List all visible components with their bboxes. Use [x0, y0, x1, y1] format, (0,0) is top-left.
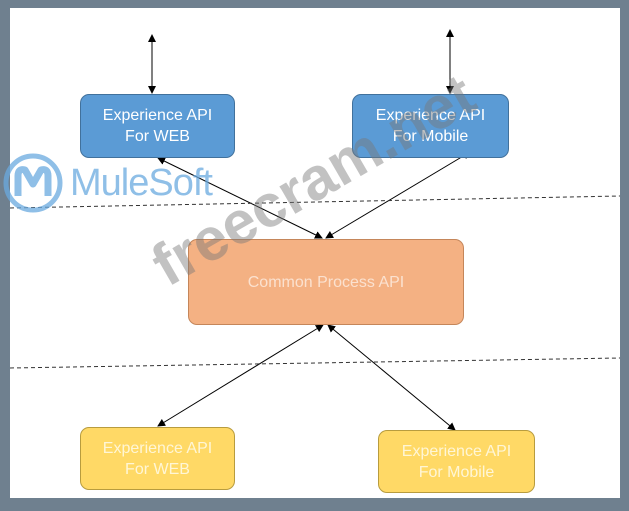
box-line-1: Experience API [102, 439, 213, 457]
box-line-1: Experience API [102, 107, 213, 124]
box-line-1: Experience API [375, 107, 486, 124]
layer-divider-top [9, 195, 621, 209]
mulesoft-logo: MuleSoft [2, 152, 213, 214]
box-label: Common Process API [247, 273, 405, 291]
web-to-process-arrow [157, 157, 323, 239]
process-to-bottom-web-arrow [157, 324, 324, 427]
mobile-to-process-arrow [325, 151, 471, 239]
box-line-2: For Mobile [418, 463, 495, 481]
common-process-api: Common Process API [188, 239, 464, 325]
experience-api-web-top: Experience API For WEB [80, 94, 235, 158]
box-line-2: For Mobile [392, 128, 469, 145]
process-to-bottom-mobile-arrow [327, 324, 456, 431]
mulesoft-logo-text: MuleSoft [70, 161, 213, 204]
mulesoft-icon [3, 153, 63, 213]
experience-api-mobile-top: Experience API For Mobile [352, 94, 509, 158]
box-line-2: For WEB [125, 460, 190, 478]
layer-divider-bottom [9, 357, 621, 369]
experience-api-mobile-bottom: Experience API For Mobile [378, 430, 535, 493]
box-line-1: Experience API [401, 442, 512, 460]
experience-api-web-bottom: Experience API For WEB [80, 427, 235, 490]
box-line-2: For WEB [125, 128, 190, 145]
